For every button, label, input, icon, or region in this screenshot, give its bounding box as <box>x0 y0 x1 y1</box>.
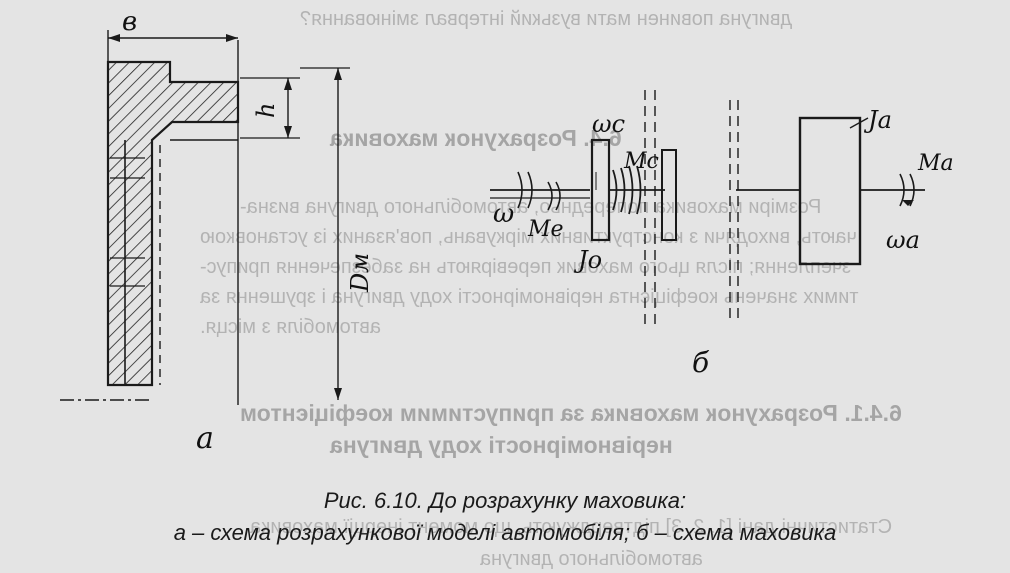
label-me: Mе <box>527 217 564 242</box>
figure-caption-line-1: Рис. 6.10. До розрахунку маховика: <box>323 488 687 513</box>
label-omega-c: ωс <box>592 110 625 138</box>
label-omega-a: ωа <box>886 226 920 254</box>
rotation-omega <box>517 171 533 209</box>
label-dimension-diameter: Dм <box>346 253 374 293</box>
rotation-ma <box>899 173 915 207</box>
engine-mass-jo <box>590 138 611 242</box>
label-ja: Jа <box>863 106 892 134</box>
label-omega: ω <box>493 199 514 229</box>
rotation-me <box>547 181 561 211</box>
clutch-spring <box>612 165 642 215</box>
label-dimension-h: h <box>252 103 280 118</box>
label-ma: Mа <box>917 151 954 176</box>
label-dimension-width: в <box>122 7 137 37</box>
diagram-a <box>60 30 350 405</box>
dashed-housing <box>644 90 656 330</box>
label-diagram-b: б <box>692 346 710 379</box>
diagram-b <box>490 90 925 330</box>
clutch-disc <box>661 149 677 241</box>
flywheel-section <box>106 60 240 387</box>
figure-caption-line-2: а – схема розрахункової моделі автомобіл… <box>173 520 837 545</box>
label-mc: Mс <box>623 149 659 174</box>
vehicle-mass-ja <box>798 116 862 266</box>
label-jo: Jо <box>573 246 602 274</box>
label-diagram-a: а <box>196 421 214 456</box>
